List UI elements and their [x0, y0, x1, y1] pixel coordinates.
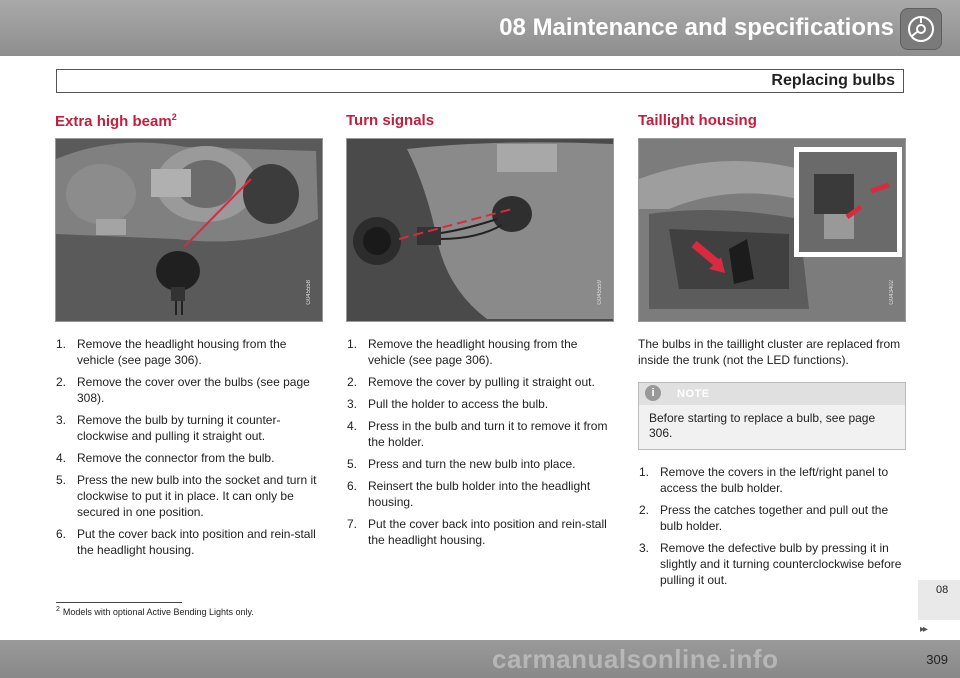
list-item: 1.Remove the covers in the left/right pa…	[639, 465, 889, 495]
steps-list: 1.Remove the covers in the left/right pa…	[638, 464, 906, 588]
figure-code: G043402	[889, 280, 895, 305]
steps-list: 1.Remove the headlight housing from the …	[346, 336, 614, 548]
list-item: 2.Press the catches together and pull ou…	[639, 503, 889, 533]
note-box: i NOTE Before starting to replace a bulb…	[638, 382, 906, 450]
taillight-trunk-illustration: G043402	[638, 138, 906, 322]
list-item: 3.Remove the defective bulb by pressing …	[639, 541, 902, 587]
figure-code: G045558	[306, 280, 312, 305]
section-title-box: Replacing bulbs	[56, 69, 904, 93]
footnote-marker: 2	[171, 112, 177, 122]
note-label: NOTE	[677, 388, 710, 400]
list-item: 3.Remove the bulb by turning it counter-…	[56, 413, 281, 443]
heading-turn-signals: Turn signals	[346, 112, 435, 129]
wrench-gear-icon	[900, 8, 942, 50]
figure-code: G045559	[597, 280, 603, 305]
intro-text: The bulbs in the taillight cluster are r…	[638, 337, 901, 367]
watermark: carmanualsonline.info	[492, 644, 779, 674]
list-item: 6.Reinsert the bulb holder into the head…	[347, 479, 591, 509]
footnote-text: Models with optional Active Bending Ligh…	[62, 607, 254, 617]
heading-extra-high-beam: Extra high beam2	[55, 112, 323, 132]
list-item: 1.Remove the headlight housing from the …	[56, 337, 287, 367]
column-turn-signals: Turn signals G045559 1.Remove the headli…	[346, 112, 614, 554]
chapter-header-bar	[0, 0, 960, 56]
footnote-marker: 2	[56, 606, 60, 613]
list-item: 4.Remove the connector from the bulb.	[56, 451, 275, 465]
list-item: 2.Remove the cover by pulling it straigh…	[347, 375, 595, 389]
info-icon: i	[645, 385, 661, 401]
list-item: 3.Pull the holder to access the bulb.	[347, 397, 549, 411]
list-item: 2.Remove the cover over the bulbs (see p…	[56, 375, 310, 405]
note-header: i NOTE	[639, 383, 905, 405]
chapter-side-tab[interactable]	[918, 580, 960, 620]
next-page-icon[interactable]: ▸▸	[920, 624, 928, 635]
note-text: Before starting to replace a bulb, see p…	[639, 405, 905, 449]
list-item: 4.Press in the bulb and turn it to remov…	[347, 419, 608, 449]
heading-text: Extra high beam	[55, 113, 172, 130]
list-item: 5.Press and turn the new bulb into place…	[347, 457, 576, 471]
page-number: 309	[926, 652, 948, 667]
list-item: 6.Put the cover back into position and r…	[56, 527, 316, 557]
column-taillight-housing: Taillight housing G043402 The bulbs in t…	[638, 112, 906, 594]
section-title: Replacing bulbs	[771, 72, 895, 89]
footnote-divider	[56, 602, 182, 603]
chapter-tab-label: 08	[936, 584, 949, 596]
column-extra-high-beam: Extra high beam2 G045558 1.Remove the he…	[55, 112, 323, 564]
footer-bar	[0, 640, 960, 678]
turn-signal-illustration: G045559	[346, 138, 614, 322]
chapter-title: 08 Maintenance and specifications	[499, 14, 894, 41]
list-item: 1.Remove the headlight housing from the …	[347, 337, 578, 367]
list-item: 5.Press the new bulb into the socket and…	[56, 473, 317, 519]
list-item: 7.Put the cover back into position and r…	[347, 517, 607, 547]
heading-taillight-housing: Taillight housing	[638, 112, 757, 129]
steps-list: 1.Remove the headlight housing from the …	[55, 336, 323, 558]
headlight-bulb-illustration: G045558	[55, 138, 323, 322]
